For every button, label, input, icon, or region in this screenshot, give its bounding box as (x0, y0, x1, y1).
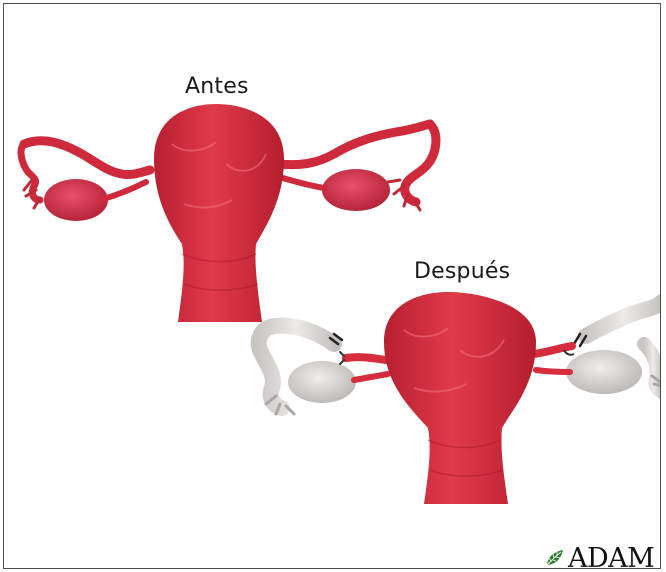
uterus-before (21, 104, 436, 322)
illustration-frame: Antes Después ADAM (3, 3, 661, 569)
left-tube-before (24, 141, 150, 175)
right-ovary-before (322, 169, 390, 211)
anatomy-illustration (4, 4, 661, 569)
left-ovary-removed (288, 361, 356, 403)
uterus-after (259, 292, 661, 504)
after-label: Después (414, 259, 510, 284)
logo-text: ADAM (568, 545, 654, 569)
right-ovary-removed (566, 350, 642, 394)
adam-logo: ADAM (544, 542, 654, 569)
right-tube-removed (586, 302, 661, 336)
uterus-body-after (384, 292, 536, 504)
right-tube-before (279, 124, 430, 165)
before-label: Antes (185, 74, 249, 99)
leaf-icon (544, 547, 566, 569)
